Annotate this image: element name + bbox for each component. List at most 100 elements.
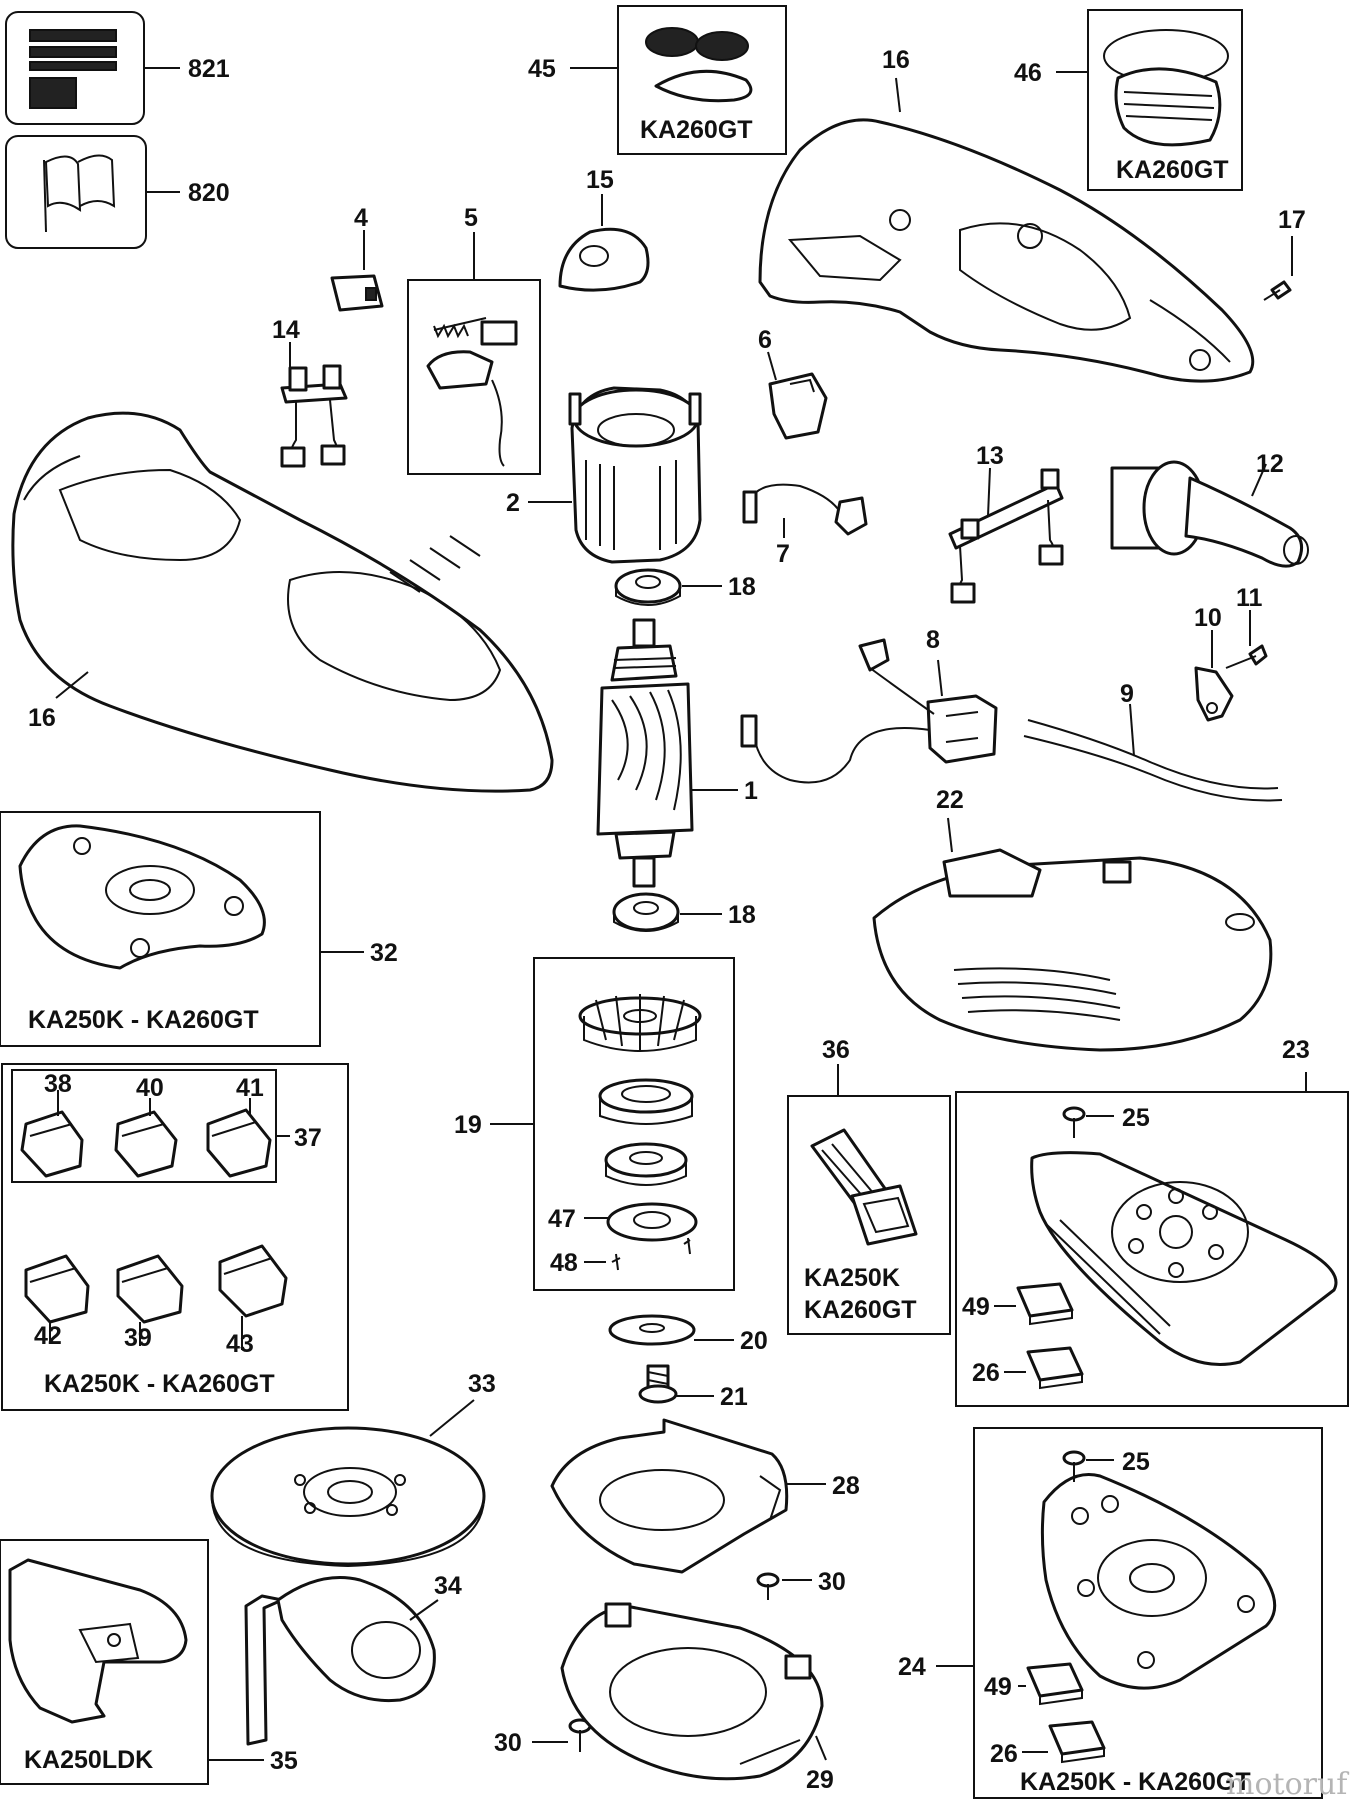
part-number: 30 bbox=[818, 1568, 846, 1596]
wire-7: 7 bbox=[742, 483, 868, 568]
cord-protector-12: 12 bbox=[1110, 450, 1309, 568]
part-number: 26 bbox=[990, 1740, 1018, 1768]
bearing-18-upper: 18 bbox=[614, 568, 756, 606]
model-label: KA250LDK bbox=[24, 1746, 153, 1774]
screw-11: 11 bbox=[1225, 584, 1268, 669]
dust-cover-box-35: KA250LDK 35 bbox=[0, 1539, 298, 1785]
part-number: 37 bbox=[294, 1124, 322, 1152]
pad-49-upper: 49 bbox=[962, 1282, 1074, 1326]
part-number: 46 bbox=[1014, 59, 1042, 87]
part-number: 38 bbox=[44, 1070, 72, 1098]
switch-module-8: 8 bbox=[740, 626, 998, 784]
part-number: 25 bbox=[1122, 1448, 1150, 1476]
part-number: 22 bbox=[936, 786, 964, 814]
part-number: 12 bbox=[1256, 450, 1284, 478]
label-sheet-821: 821 bbox=[5, 11, 230, 125]
screw-25-upper: 25 bbox=[1062, 1104, 1150, 1138]
model-label: KA250K - KA260GT bbox=[1020, 1768, 1251, 1796]
fan-assembly-box-19: 19 47 48 bbox=[454, 957, 735, 1291]
part-number: 5 bbox=[464, 204, 478, 232]
part-number: 6 bbox=[758, 326, 772, 354]
brush-holder-13: 13 bbox=[948, 442, 1064, 604]
part-number: 49 bbox=[984, 1673, 1012, 1701]
model-label: KA250K - KA260GT bbox=[28, 1006, 259, 1034]
clip-43: 43 bbox=[218, 1244, 288, 1358]
power-cord-9: 9 bbox=[1023, 680, 1283, 802]
part-number: 17 bbox=[1278, 206, 1306, 234]
model-label: KA260GT bbox=[804, 1296, 917, 1324]
watermark: motoruf bbox=[1226, 1767, 1349, 1800]
part-number: 7 bbox=[776, 540, 790, 568]
kit-box-46: KA260GT 46 bbox=[1014, 9, 1243, 191]
part-number: 43 bbox=[226, 1330, 254, 1358]
pad-26-upper: 26 bbox=[972, 1346, 1084, 1390]
housing-half-upper: 16 bbox=[758, 46, 1255, 383]
clip-41: 41 bbox=[206, 1074, 272, 1178]
clip-set-box: 38 40 41 37 42 39 bbox=[1, 1063, 349, 1411]
part-number: 1 bbox=[744, 777, 758, 805]
part-number: 4 bbox=[354, 204, 368, 232]
part-number: 48 bbox=[550, 1249, 578, 1277]
part-number: 10 bbox=[1194, 604, 1222, 632]
part-number: 11 bbox=[1236, 584, 1263, 612]
screw-30-left: 30 bbox=[494, 1718, 592, 1757]
part-number: 42 bbox=[34, 1322, 62, 1350]
base-plate-box-24: 24 25 49 26 KA250K - KA260GT bbox=[898, 1427, 1323, 1799]
base-bracket-28: 28 bbox=[550, 1418, 860, 1574]
switch-6: 6 bbox=[758, 326, 828, 440]
part-number: 40 bbox=[136, 1074, 164, 1102]
armature-1: 1 bbox=[596, 618, 758, 888]
model-label: KA250K bbox=[804, 1264, 900, 1292]
cord-clamp-10: 10 bbox=[1194, 604, 1234, 722]
knob-34: 34 bbox=[244, 1572, 462, 1746]
part-number: 30 bbox=[494, 1729, 522, 1757]
part-number: 2 bbox=[506, 489, 520, 517]
part-number: 23 bbox=[1282, 1036, 1310, 1064]
dust-adapter-box-36: 36 KA250K KA260GT bbox=[787, 1036, 951, 1335]
clip-42: 42 bbox=[24, 1254, 90, 1350]
screw-25-lower: 25 bbox=[1062, 1448, 1150, 1482]
part-number: 25 bbox=[1122, 1104, 1150, 1132]
clip-39: 39 bbox=[116, 1254, 184, 1352]
part-number: 16 bbox=[28, 704, 56, 732]
part-number: 821 bbox=[188, 55, 230, 83]
part-number: 15 bbox=[586, 166, 614, 194]
bearing-18-lower: 18 bbox=[612, 892, 756, 932]
part-number: 28 bbox=[832, 1472, 860, 1500]
motor-cover-22: 22 bbox=[872, 786, 1273, 1052]
part-number: 16 bbox=[882, 46, 910, 74]
part-number: 39 bbox=[124, 1324, 152, 1352]
part-number: 45 bbox=[528, 55, 556, 83]
brush-cap-4: 4 bbox=[330, 204, 384, 312]
part-number: 32 bbox=[370, 939, 398, 967]
model-label: KA260GT bbox=[1116, 156, 1229, 184]
part-number: 26 bbox=[972, 1359, 1000, 1387]
part-number: 41 bbox=[236, 1074, 264, 1102]
part-number: 36 bbox=[822, 1036, 850, 1064]
part-number: 24 bbox=[898, 1653, 926, 1681]
brush-box-5: 5 bbox=[407, 204, 541, 475]
part-number: 19 bbox=[454, 1111, 482, 1139]
part-number: 33 bbox=[468, 1370, 496, 1398]
part-number: 35 bbox=[270, 1747, 298, 1775]
kit-box-45: KA260GT 45 bbox=[528, 5, 787, 155]
part-number: 18 bbox=[728, 901, 756, 929]
sanding-pad-33: 33 bbox=[210, 1370, 496, 1568]
part-number: 9 bbox=[1120, 680, 1134, 708]
part-number: 34 bbox=[434, 1572, 462, 1600]
part-number: 20 bbox=[740, 1327, 768, 1355]
pad-49-lower: 49 bbox=[984, 1662, 1084, 1706]
part-number: 47 bbox=[548, 1205, 576, 1233]
model-label: KA260GT bbox=[640, 116, 753, 144]
part-number: 14 bbox=[272, 316, 300, 344]
model-label: KA250K - KA260GT bbox=[44, 1370, 275, 1398]
clip-40: 40 bbox=[114, 1074, 178, 1178]
cap-15: 15 bbox=[558, 166, 650, 292]
base-plate-box-23: 23 25 49 26 bbox=[955, 1036, 1349, 1407]
brush-holder-14: 14 bbox=[272, 316, 348, 468]
part-number: 49 bbox=[962, 1293, 990, 1321]
part-number: 21 bbox=[720, 1383, 748, 1411]
screw-17: 17 bbox=[1263, 206, 1306, 301]
part-number: 13 bbox=[976, 442, 1004, 470]
part-number: 8 bbox=[926, 626, 940, 654]
